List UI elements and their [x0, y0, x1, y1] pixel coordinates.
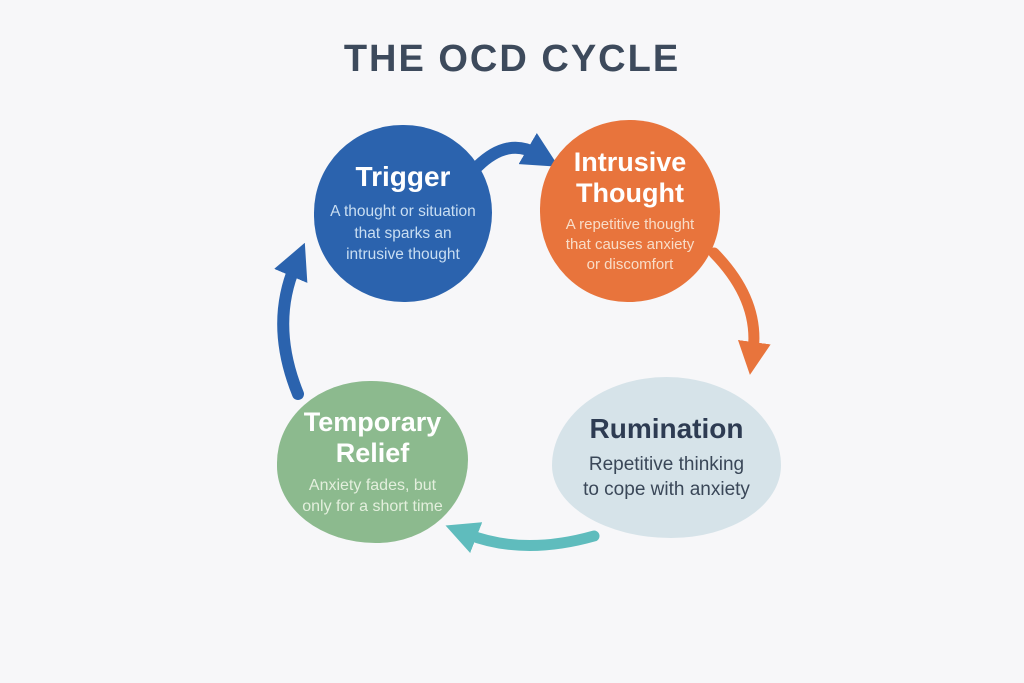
- node-intrusive-thought: Intrusive Thought A repetitive thought t…: [540, 120, 720, 302]
- arrow-trigger-to-intrusive-thought: [472, 133, 559, 172]
- node-rumination: Rumination Repetitive thinking to cope w…: [552, 377, 781, 538]
- node-intrusive-thought-description: A repetitive thought that causes anxiety…: [565, 215, 695, 274]
- node-rumination-title: Rumination: [589, 412, 744, 444]
- arrow-temporary-relief-to-trigger: [274, 242, 308, 400]
- node-rumination-description: Repetitive thinking to cope with anxiety: [583, 453, 750, 500]
- arrow-intrusive-thought-to-rumination: [708, 247, 771, 375]
- arrow-rumination-to-temporary-relief: [445, 522, 600, 553]
- page-title: THE OCD CYCLE: [343, 38, 681, 80]
- node-trigger-description: A thought or situation that sparks an in…: [330, 203, 476, 264]
- node-temporary-relief-title: Temporary Relief: [303, 406, 442, 468]
- node-temporary-relief-description: Anxiety fades, but only for a short time: [302, 476, 443, 515]
- node-trigger: Trigger A thought or situation that spar…: [314, 125, 492, 302]
- node-temporary-relief: Temporary Relief Anxiety fades, but only…: [277, 381, 468, 543]
- node-intrusive-thought-title: Intrusive Thought: [573, 146, 687, 208]
- node-trigger-title: Trigger: [355, 161, 451, 193]
